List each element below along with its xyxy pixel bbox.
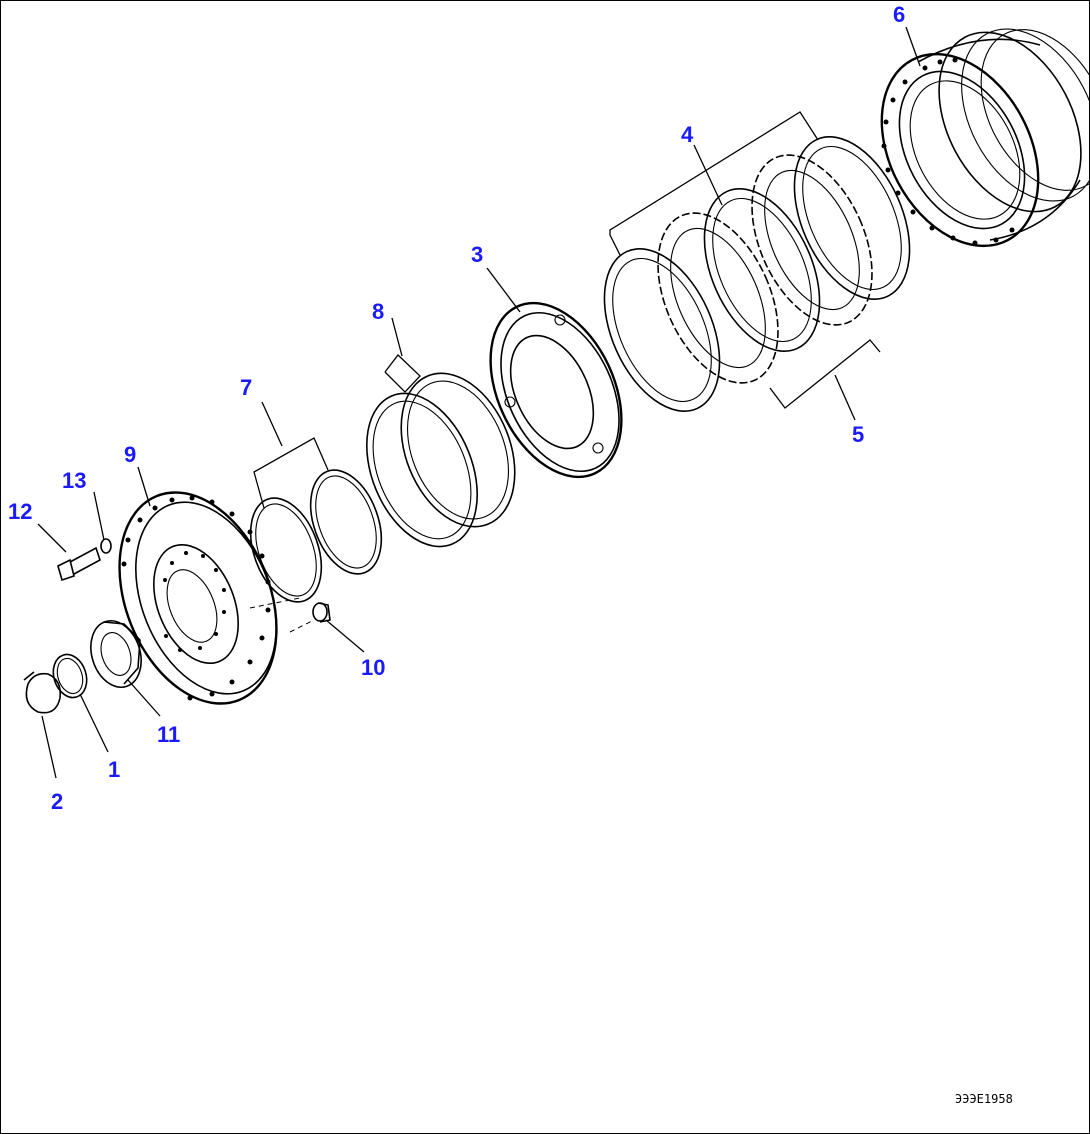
callout-8: 8	[372, 299, 384, 324]
callout-10: 10	[361, 655, 385, 680]
part-8-seal-rings	[365, 317, 516, 548]
callout-4: 4	[681, 122, 694, 147]
callout-7: 7	[240, 375, 252, 400]
part-1-snap-ring	[52, 653, 88, 699]
callout-1: 1	[108, 757, 120, 782]
leader-lines	[37, 26, 921, 779]
part-11-bearing	[90, 620, 142, 688]
callout-2: 2	[51, 789, 63, 814]
callout-3: 3	[471, 242, 483, 267]
part-3-plate	[489, 301, 623, 479]
part-9-cover	[118, 491, 301, 705]
callout-11: 11	[157, 722, 180, 747]
part-12-bolt	[57, 546, 101, 582]
callout-12: 12	[8, 499, 32, 524]
part-4-5-disc-pack	[603, 111, 911, 421]
callout-13: 13	[62, 468, 86, 493]
callout-5: 5	[852, 422, 864, 447]
part-10-plug	[289, 602, 331, 633]
part-2-retaining-ring	[23, 671, 62, 714]
part-6-drum	[880, 28, 1090, 248]
drawing-number: ЭЭЭЕ1958	[955, 1092, 1013, 1106]
callout-9: 9	[124, 442, 136, 467]
part-13-washer	[100, 538, 112, 554]
part-7-o-rings	[249, 401, 383, 603]
callout-labels: 6 4 3 8 7 5 9 13 12 10 11 1 2	[8, 2, 905, 814]
callout-6: 6	[893, 2, 905, 27]
